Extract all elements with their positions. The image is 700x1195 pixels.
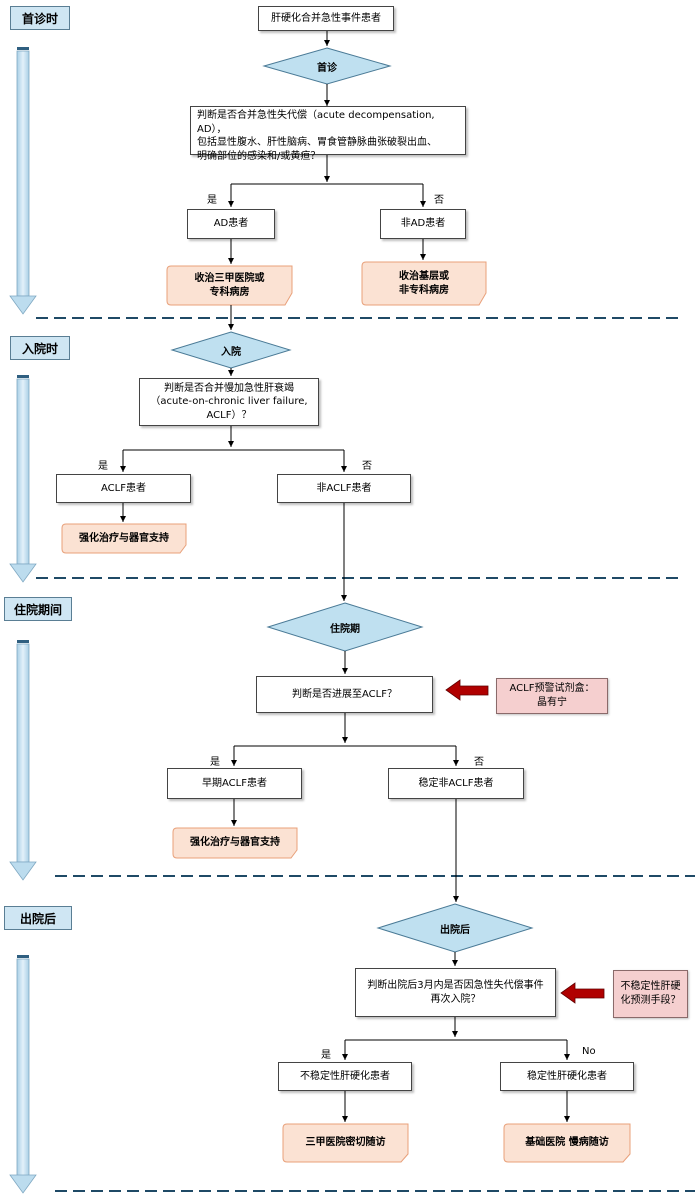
note-aclf-kit: ACLF预警试剂盒： 晶有宁	[496, 678, 608, 714]
action-primary-line-1: 收治基层或	[399, 270, 449, 282]
early-aclf-patient-box: 早期ACLF患者	[167, 768, 302, 799]
action-tertiary-line-2: 专科病房	[209, 286, 250, 298]
non-aclf-patient-box: 非ACLF患者	[277, 474, 411, 503]
question-box-ad: 判断是否合并急性失代偿（acute decompensation, AD）， 包…	[190, 106, 466, 162]
non-ad-patient-box: 非AD患者	[380, 209, 466, 239]
action-shape-4	[172, 827, 298, 859]
stage-label-hospitalization: 住院期间	[4, 597, 72, 621]
note-aclf-line-1: ACLF预警试剂盒：	[509, 683, 595, 694]
timeline-arrow-4	[9, 955, 37, 1194]
red-arrow-1	[445, 679, 489, 701]
action-primary-line-2: 非专科病房	[399, 284, 449, 296]
no-label-4: No	[582, 1046, 596, 1057]
action-primary-followup: 基础医院 慢病随访	[525, 1137, 609, 1148]
question-box-readmission: 判断出院后3月内是否因急性失代偿事件 再次入院？	[355, 968, 556, 1017]
note-aclf-line-2: 晶有宁	[537, 697, 567, 708]
action-tertiary-followup: 三甲医院密切随访	[305, 1137, 386, 1148]
action-intensive-support-2: 强化治疗与器官支持	[190, 837, 280, 848]
stable-cirrhosis-patient-box: 稳定性肝硬化患者	[500, 1062, 634, 1091]
question-readmission-line-2: 再次入院？	[430, 993, 481, 1005]
question-ad-line-3: 明确部位的感染和/或黄疸？	[197, 150, 321, 162]
note-prediction-line-2: 化预测手段？	[620, 995, 681, 1006]
question-aclf-line-3: ACLF）？	[206, 409, 252, 421]
action-tertiary-admission: 收治三甲医院或 专科病房	[167, 266, 292, 305]
question-aclf-line-2: （acute-on-chronic liver failure,	[150, 396, 308, 408]
diamond-label-admission: 入院	[221, 346, 241, 358]
question-readmission-line-1: 判断出院后3月内是否因急性失代偿事件	[367, 980, 544, 991]
action-shape-1	[166, 265, 293, 306]
action-shape-2	[361, 261, 487, 306]
note-prediction-line-1: 不稳定性肝硬	[620, 981, 681, 992]
timeline-arrow-3	[9, 640, 37, 881]
action-shape-5	[282, 1123, 409, 1163]
timeline-arrow-1	[9, 47, 37, 315]
action-shape-6	[503, 1123, 631, 1163]
stage-label-post-discharge: 出院后	[4, 906, 72, 930]
no-label-1: 否	[434, 195, 444, 206]
yes-label-1: 是	[207, 195, 217, 206]
action-intensive-support-1: 强化治疗与器官支持	[79, 532, 169, 544]
yes-label-2: 是	[98, 461, 108, 472]
stage-label-first-visit: 首诊时	[10, 6, 70, 30]
no-label-3: 否	[474, 757, 484, 768]
ad-patient-box: AD患者	[187, 209, 275, 239]
diamond-label-first-visit: 首诊	[317, 62, 337, 74]
note-prediction: 不稳定性肝硬 化预测手段？	[613, 970, 688, 1018]
timeline-arrow-2	[9, 375, 37, 583]
stable-non-aclf-patient-box: 稳定非ACLF患者	[388, 768, 524, 799]
question-box-aclf: 判断是否合并慢加急性肝衰竭 （acute-on-chronic liver fa…	[139, 378, 319, 426]
yes-label-4: 是	[321, 1050, 331, 1061]
unstable-cirrhosis-patient-box: 不稳定性肝硬化患者	[278, 1062, 412, 1091]
diamond-label-discharge: 出院后	[440, 924, 470, 936]
no-label-2: 否	[362, 461, 372, 472]
action-tertiary-line-1: 收治三甲医院或	[194, 272, 265, 284]
stage-label-admission: 入院时	[10, 336, 70, 360]
diamond-label-hospitalization: 住院期	[330, 623, 360, 635]
question-box-progression: 判断是否进展至ACLF？	[256, 676, 433, 713]
question-aclf-line-1: 判断是否合并慢加急性肝衰竭	[164, 382, 294, 394]
red-arrow-2	[560, 982, 605, 1004]
question-ad-line-1: 判断是否合并急性失代偿（acute decompensation, AD），	[197, 110, 435, 135]
start-box: 肝硬化合并急性事件患者	[258, 6, 394, 31]
question-ad-line-2: 包括显性腹水、肝性脑病、胃食管静脉曲张破裂出血、	[197, 137, 437, 148]
action-shape-3	[61, 523, 187, 554]
action-primary-admission: 收治基层或 非专科病房	[362, 262, 486, 305]
yes-label-3: 是	[210, 757, 220, 768]
aclf-patient-box: ACLF患者	[56, 474, 191, 503]
